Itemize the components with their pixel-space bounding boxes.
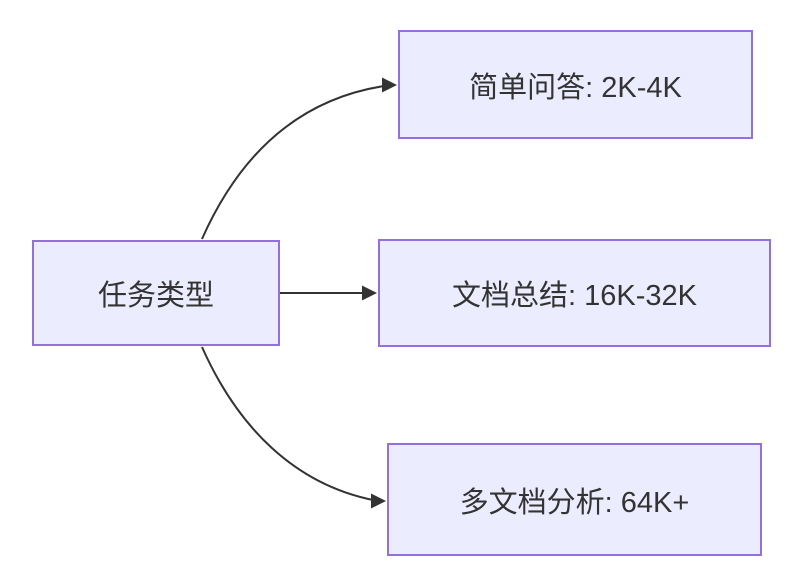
node-task-type: 任务类型 [32,240,280,346]
node-simple-qa-label: 简单问答: 2K-4K [469,71,682,104]
node-task-type-label: 任务类型 [97,280,214,312]
node-simple-qa: 简单问答: 2K-4K [398,30,753,139]
node-multi-doc-analysis: 多文档分析: 64K+ [387,443,762,556]
node-doc-summary: 文档总结: 16K-32K [378,239,771,347]
edge-root-to-simple [201,85,385,240]
edge-root-to-multi [201,346,374,501]
node-multi-doc-analysis-label: 多文档分析: 64K+ [459,486,690,519]
arrowhead-icon [362,285,377,301]
arrowhead-icon [371,493,386,509]
node-doc-summary-label: 文档总结: 16K-32K [452,280,697,312]
arrowhead-icon [382,77,397,93]
